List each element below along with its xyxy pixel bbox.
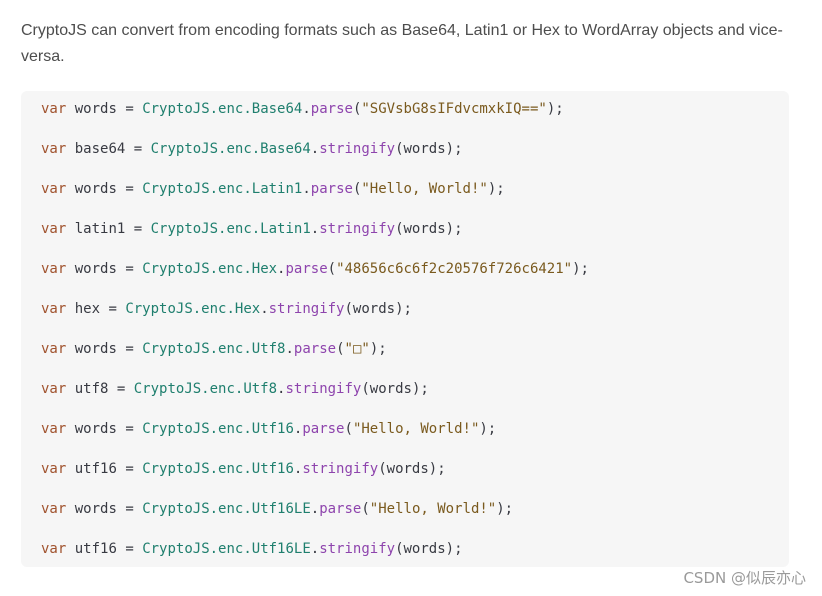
code-line: var words = CryptoJS.enc.Utf16.parse("He… [41,421,497,437]
code-function: stringify [268,301,345,317]
code-line: var base64 = CryptoJS.enc.Base64.stringi… [41,141,463,157]
code-variable: words [74,101,117,117]
code-argument: "Hello, World!" [369,501,497,517]
code-line: var utf16 = CryptoJS.enc.Utf16.stringify… [41,461,446,477]
code-variable: words [74,261,117,277]
code-argument: words [386,461,429,477]
code-function: stringify [285,381,362,397]
code-variable: utf8 [74,381,109,397]
code-function: parse [302,421,345,437]
code-argument: words [369,381,412,397]
code-keyword: var [41,221,67,237]
code-variable: hex [74,301,101,317]
code-object: CryptoJS.enc.Base64 [142,101,303,117]
code-object: CryptoJS.enc.Latin1 [150,221,311,237]
code-argument: "Hello, World!" [361,181,488,197]
code-variable: utf16 [74,541,117,557]
code-function: stringify [319,141,396,157]
code-argument: "□" [344,341,370,357]
code-function: stringify [302,461,379,477]
code-object: CryptoJS.enc.Latin1 [142,181,303,197]
code-variable: words [74,421,117,437]
code-argument: words [352,301,396,317]
code-keyword: var [41,261,67,277]
code-function: parse [310,101,353,117]
code-argument: "48656c6c6f2c20576f726c6421" [336,261,573,277]
code-function: parse [310,181,353,197]
code-line: var words = CryptoJS.enc.Utf16LE.parse("… [41,501,514,517]
code-function: parse [319,501,362,517]
code-argument: words [403,541,446,557]
code-block: var words = CryptoJS.enc.Base64.parse("S… [21,91,789,567]
code-line: var words = CryptoJS.enc.Utf8.parse("□")… [41,341,387,357]
code-keyword: var [41,141,67,157]
code-keyword: var [41,381,67,397]
code-object: CryptoJS.enc.Utf16LE [142,541,311,557]
code-keyword: var [41,101,67,117]
code-function: stringify [319,541,396,557]
code-line: var words = CryptoJS.enc.Latin1.parse("H… [41,181,505,197]
code-variable: utf16 [74,461,117,477]
code-line: var utf16 = CryptoJS.enc.Utf16LE.stringi… [41,541,463,557]
code-keyword: var [41,341,67,357]
code-keyword: var [41,541,67,557]
code-object: CryptoJS.enc.Utf8 [133,381,278,397]
code-object: CryptoJS.enc.Utf16 [142,461,294,477]
code-argument: words [403,141,446,157]
code-line: var latin1 = CryptoJS.enc.Latin1.stringi… [41,221,463,237]
code-object: CryptoJS.enc.Utf16 [142,421,294,437]
code-line: var hex = CryptoJS.enc.Hex.stringify(wor… [41,301,412,317]
code-object: CryptoJS.enc.Utf16LE [142,501,311,517]
code-variable: words [74,341,117,357]
code-function: stringify [319,221,396,237]
code-variable: base64 [74,141,126,157]
code-object: CryptoJS.enc.Base64 [150,141,311,157]
code-object: CryptoJS.enc.Hex [142,261,278,277]
code-object: CryptoJS.enc.Utf8 [142,341,286,357]
code-variable: words [74,181,117,197]
code-keyword: var [41,421,67,437]
code-function: parse [293,341,337,357]
code-variable: latin1 [74,221,126,237]
code-variable: words [74,501,117,517]
code-function: parse [285,261,328,277]
csdn-watermark: CSDN @似辰亦心 [683,569,806,587]
code-line: var words = CryptoJS.enc.Hex.parse("4865… [41,261,589,277]
code-argument: "SGVsbG8sIFdvcmxkIQ==" [361,101,547,117]
code-line: var utf8 = CryptoJS.enc.Utf8.stringify(w… [41,381,429,397]
code-keyword: var [41,501,67,517]
code-line: var words = CryptoJS.enc.Base64.parse("S… [41,101,564,117]
code-keyword: var [41,181,67,197]
code-argument: words [403,221,446,237]
intro-paragraph: CryptoJS can convert from encoding forma… [21,22,783,65]
code-object: CryptoJS.enc.Hex [125,301,261,317]
code-keyword: var [41,301,67,317]
code-argument: "Hello, World!" [352,421,480,437]
code-keyword: var [41,461,67,477]
